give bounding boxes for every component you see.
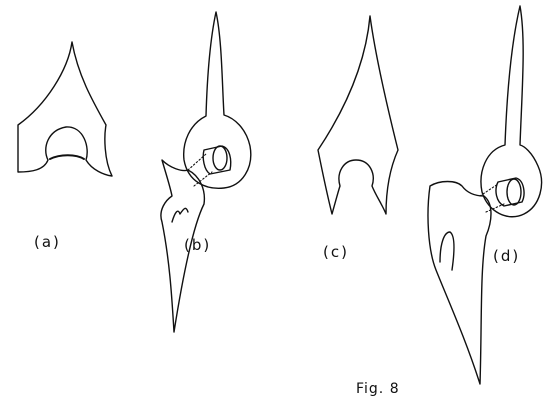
panel-b-upper-bone	[184, 12, 251, 188]
panel-c-label: (c)	[323, 243, 349, 261]
panel-a-drawing	[18, 42, 112, 176]
figure-caption: Fig. 8	[356, 381, 400, 397]
panel-b-dotted-link	[188, 154, 212, 186]
panel-b-lower-fork	[172, 208, 188, 222]
panel-d-drawing	[428, 6, 542, 384]
panel-c-drawing	[318, 16, 398, 214]
panel-a-label: (a)	[34, 233, 61, 251]
panel-d-inner-groove	[440, 232, 454, 270]
panel-c-outline	[318, 16, 398, 214]
panel-d-lower-bone	[428, 182, 491, 385]
panel-d-joint-end	[507, 179, 521, 205]
panel-d-upper-bone	[481, 6, 542, 217]
panel-b-joint-end	[213, 146, 227, 170]
panel-b-label: (b)	[184, 236, 211, 254]
panel-a-notch-base	[50, 155, 84, 159]
panel-d-label: (d)	[493, 247, 520, 265]
panel-b-drawing	[161, 12, 251, 332]
